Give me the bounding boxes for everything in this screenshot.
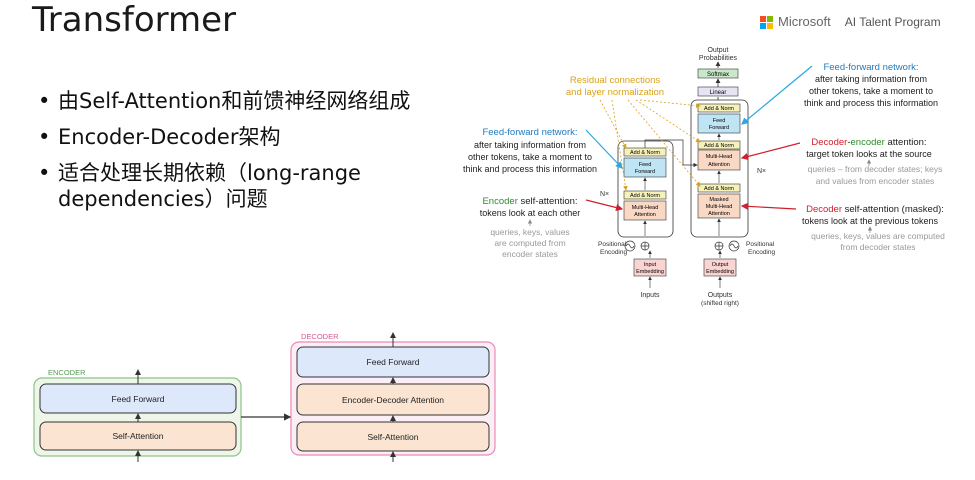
outputs-label: Outputs — [708, 292, 733, 299]
bullet-item: 适合处理长期依赖（long-range dependencies）问题 — [38, 160, 428, 212]
residual-label: Residual connections — [570, 75, 661, 86]
inputs-label: Inputs — [640, 292, 660, 299]
ffn-right-title: Feed-forward network: — [823, 62, 918, 73]
dec-add-norm-2 — [697, 140, 741, 150]
svg-text:Encoding: Encoding — [600, 249, 627, 256]
svg-text:Embedding: Embedding — [636, 269, 664, 275]
encoder-label: ENCODER — [48, 368, 86, 377]
output-probabilities-label: Output — [707, 47, 728, 54]
bullet-list: 由Self-Attention和前馈神经网络组成 Encoder-Decoder… — [38, 88, 428, 222]
svg-text:Feed: Feed — [713, 118, 726, 124]
svg-text:Encoding: Encoding — [748, 249, 775, 256]
enc-self-attention-box — [623, 200, 667, 221]
input-embedding-box — [633, 258, 667, 277]
svg-text:Feed Forward: Feed Forward — [367, 357, 420, 367]
softmax-box — [697, 68, 739, 79]
svg-text:(shifted right): (shifted right) — [701, 300, 739, 307]
microsoft-logo: Microsoft AI Talent Program — [760, 14, 941, 29]
svg-text:Feed Forward: Feed Forward — [112, 394, 165, 404]
svg-text:Multi-Head: Multi-Head — [632, 205, 659, 211]
enc-self-attn-title: Encoder self-attention: — [482, 196, 577, 207]
svg-text:encoder states: encoder states — [502, 249, 558, 259]
ffn-left-title: Feed-forward network: — [482, 127, 577, 138]
svg-text:other tokens, take a moment to: other tokens, take a moment to — [809, 86, 933, 96]
svg-text:queries – from decoder states;: queries – from decoder states; keys — [808, 164, 943, 174]
svg-text:Forward: Forward — [635, 169, 655, 175]
dec-enc-attn-title: Decoder-encoder attention: — [811, 137, 926, 148]
svg-text:Probabilities: Probabilities — [699, 55, 738, 62]
linear-box — [697, 86, 739, 97]
svg-text:Add & Norm: Add & Norm — [630, 150, 660, 156]
svg-text:Input: Input — [644, 262, 657, 268]
svg-text:Feed: Feed — [639, 162, 652, 168]
svg-text:Multi-Head: Multi-Head — [706, 154, 733, 160]
svg-text:are computed from: are computed from — [494, 238, 565, 248]
svg-text:think and process this informa: think and process this information — [804, 98, 938, 108]
bullet-item: 由Self-Attention和前馈神经网络组成 — [38, 88, 428, 114]
encoder-nx-label: N× — [600, 191, 609, 198]
svg-text:Output: Output — [712, 262, 729, 268]
svg-text:Add & Norm: Add & Norm — [630, 193, 660, 199]
output-embedding-box — [703, 258, 737, 277]
svg-text:Positional: Positional — [598, 241, 627, 248]
svg-text:Positional: Positional — [746, 241, 775, 248]
bullet-item: Encoder-Decoder架构 — [38, 124, 428, 150]
softmax-label: Softmax — [707, 72, 729, 78]
slide-title: Transformer — [32, 0, 237, 40]
svg-text:queries, keys, values: queries, keys, values — [490, 227, 569, 237]
svg-text:after taking information from: after taking information from — [474, 140, 586, 150]
svg-text:Attention: Attention — [708, 162, 730, 168]
decoder-stack-outline — [690, 99, 749, 238]
dec-self-attn-title: Decoder self-attention (masked): — [806, 204, 944, 215]
encoder-stack-outline — [617, 140, 674, 238]
svg-text:Multi-Head: Multi-Head — [706, 204, 733, 210]
svg-text:Attention: Attention — [634, 212, 656, 218]
svg-text:Forward: Forward — [709, 125, 729, 131]
linear-label: Linear — [710, 90, 727, 96]
svg-text:from decoder states: from decoder states — [840, 242, 915, 252]
microsoft-squares-icon — [760, 15, 773, 29]
dec-add-norm-3 — [697, 103, 741, 113]
brand-name: Microsoft — [778, 14, 831, 29]
svg-text:target token looks at the sour: target token looks at the source — [806, 149, 932, 159]
dec-cross-attention-box — [697, 149, 741, 171]
architecture-diagram: Output Probabilities Softmax Linear Add … — [598, 47, 775, 307]
enc-feed-forward-box — [623, 157, 667, 178]
svg-text:Embedding: Embedding — [706, 269, 734, 275]
svg-text:after taking information from: after taking information from — [815, 74, 927, 84]
dec-masked-attention-box — [697, 193, 741, 219]
svg-text:queries, keys, values are comp: queries, keys, values are computed — [811, 231, 945, 241]
decoder-nx-label: N× — [757, 168, 766, 175]
svg-text:Encoder-Decoder Attention: Encoder-Decoder Attention — [342, 395, 444, 405]
svg-text:think and process this informa: think and process this information — [463, 164, 597, 174]
diagram-annotations: Residual connections and layer normaliza… — [463, 62, 945, 259]
svg-text:Self-Attention: Self-Attention — [367, 432, 418, 442]
svg-text:other tokens, take a moment to: other tokens, take a moment to — [468, 152, 592, 162]
svg-text:and layer normalization: and layer normalization — [566, 87, 664, 98]
dec-feed-forward-box — [697, 113, 741, 134]
simple-encoder-decoder-diagram: ENCODER Feed Forward Self-Attention DECO… — [33, 332, 496, 462]
decoder-label: DECODER — [301, 332, 339, 341]
svg-text:Attention: Attention — [708, 211, 730, 217]
svg-text:tokens look at the previous to: tokens look at the previous tokens — [802, 216, 939, 226]
svg-text:Add & Norm: Add & Norm — [704, 186, 734, 192]
program-name: AI Talent Program — [844, 14, 941, 29]
svg-text:and values from encoder states: and values from encoder states — [816, 176, 935, 186]
enc-add-norm-1 — [623, 190, 667, 200]
svg-text:Masked: Masked — [709, 197, 728, 203]
dec-add-norm-1 — [697, 183, 741, 193]
svg-text:tokens look at each other: tokens look at each other — [480, 208, 581, 218]
svg-text:Self-Attention: Self-Attention — [112, 431, 163, 441]
svg-text:Add & Norm: Add & Norm — [704, 106, 734, 112]
svg-text:Add & Norm: Add & Norm — [704, 143, 734, 149]
